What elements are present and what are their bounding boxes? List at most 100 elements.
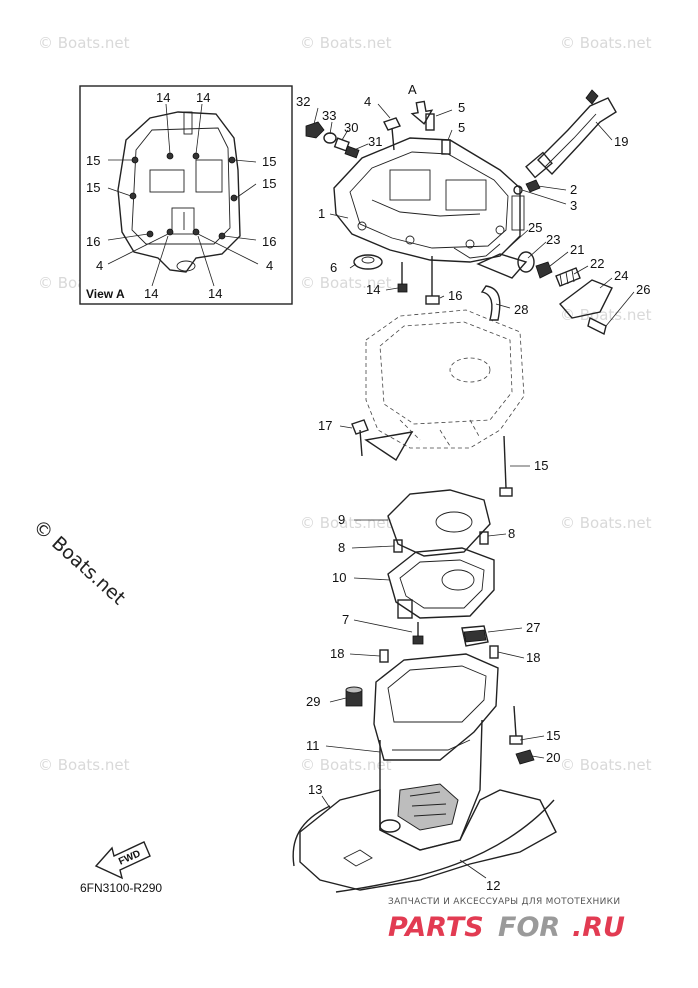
watermark-text: © Boats.net (560, 514, 652, 532)
watermark-text: © Boats.net (560, 756, 652, 774)
inset-callout: 4 (96, 258, 103, 273)
view-a-arrow: A (408, 82, 434, 125)
leader-lines (313, 103, 635, 879)
inset-callout: 16 (86, 234, 100, 249)
watermark-text: © Boats.net (560, 306, 652, 324)
inset-plate-inner (131, 127, 231, 245)
dowel-part (489, 645, 499, 659)
callout-11: 11 (306, 738, 320, 753)
watermark-large: © Boats.net (29, 515, 130, 609)
watermark-text: © Boats.net (38, 756, 130, 774)
callout-28: 28 (514, 302, 528, 317)
callout-26: 26 (636, 282, 650, 297)
clip-part (515, 749, 535, 765)
callout-10: 10 (332, 570, 346, 585)
callout-29: 29 (306, 694, 320, 709)
callout-5: 5 (458, 120, 465, 135)
upper-casing (333, 137, 525, 263)
callout-12: 12 (486, 878, 500, 893)
callout-21: 21 (570, 242, 584, 257)
callout-32: 32 (296, 94, 310, 109)
inset-callout: 14 (144, 286, 158, 301)
top-small-parts (305, 113, 541, 195)
exhaust-guide (351, 309, 525, 497)
rubber-mount (461, 625, 489, 647)
callout-7: 7 (342, 612, 349, 627)
inset-callout: 14 (196, 90, 210, 105)
callout-2: 2 (570, 182, 577, 197)
inset-leaders (107, 103, 259, 287)
callout-15: 15 (534, 458, 548, 473)
upper-case-lower (373, 653, 499, 851)
casing-bolts (397, 256, 440, 305)
inset-pocket (195, 159, 223, 193)
dowel-part (379, 649, 389, 663)
callout-labels: 32 33 30 31 4 5 5 1 2 3 19 6 14 16 28 25… (296, 94, 650, 893)
bolt-part (513, 705, 517, 737)
view-a-inset: 15 15 16 4 15 15 16 4 14 14 14 14 View A (79, 85, 293, 305)
seal-strip (292, 799, 555, 893)
inset-plate-outline (117, 111, 241, 273)
partsfor-logo: ЗАПЧАСТИ И АКСЕССУАРЫ ДЛЯ МОТОТЕХНИКИ PA… (388, 897, 625, 943)
watermark-text: © Boats.net (300, 514, 392, 532)
inset-callout: 15 (86, 180, 100, 195)
callout-22: 22 (590, 256, 604, 271)
watermark-text: © Boats.net (38, 34, 130, 52)
inset-bolt-dots (129, 152, 238, 240)
callout-15: 15 (546, 728, 560, 743)
callout-16: 16 (448, 288, 462, 303)
callout-8: 8 (338, 540, 345, 555)
callout-14: 14 (366, 282, 380, 297)
callout-1: 1 (318, 206, 325, 221)
callout-5: 5 (458, 100, 465, 115)
callout-25: 25 (528, 220, 542, 235)
view-arrow-label: A (408, 82, 417, 97)
watermark-text: © Boats.net (300, 756, 392, 774)
valve-assembly (476, 251, 613, 336)
mount-plate (387, 531, 495, 619)
diagram-code: 6FN3100-R290 (80, 881, 162, 895)
callout-20: 20 (546, 750, 560, 765)
inset-hole (176, 260, 196, 272)
callout-31: 31 (368, 134, 382, 149)
callout-18: 18 (526, 650, 540, 665)
inset-pocket (149, 169, 185, 193)
gasket-part (387, 489, 491, 557)
callout-19: 19 (614, 134, 628, 149)
brand-tagline: ЗАПЧАСТИ И АКСЕССУАРЫ ДЛЯ МОТОТЕХНИКИ (388, 897, 620, 907)
callout-6: 6 (330, 260, 337, 275)
inset-callout: 15 (262, 176, 276, 191)
brand-name-main: PARTS (388, 912, 484, 943)
callout-9: 9 (338, 512, 345, 527)
callout-33: 33 (322, 108, 336, 123)
inset-callout: 15 (86, 153, 100, 168)
inset-label: View A (86, 287, 125, 301)
callout-30: 30 (344, 120, 358, 135)
callout-17: 17 (318, 418, 332, 433)
inset-boss (183, 111, 193, 135)
brand-name-mid: FOR (498, 912, 560, 943)
callout-13: 13 (308, 782, 322, 797)
bolt-part (412, 622, 424, 645)
callout-27: 27 (526, 620, 540, 635)
callout-24: 24 (614, 268, 628, 283)
exhaust-pipe (525, 89, 617, 179)
callout-3: 3 (570, 198, 577, 213)
callout-23: 23 (546, 232, 560, 247)
watermark-text: © Boats.net (300, 34, 392, 52)
grommet-part (353, 254, 383, 270)
apron-cover (299, 789, 557, 891)
inset-callout: 4 (266, 258, 273, 273)
inset-pocket (171, 207, 195, 235)
inset-callout: 14 (156, 90, 170, 105)
water-hose (480, 285, 501, 321)
inset-callout: 16 (262, 234, 276, 249)
watermark-text: © Boats.net (300, 274, 392, 292)
callout-18: 18 (330, 646, 344, 661)
inset-frame (79, 85, 293, 305)
inset-callout: 14 (208, 286, 222, 301)
inset-callout: 15 (262, 154, 276, 169)
bushing-part (345, 686, 363, 707)
watermark-text: © Boats.net (560, 34, 652, 52)
